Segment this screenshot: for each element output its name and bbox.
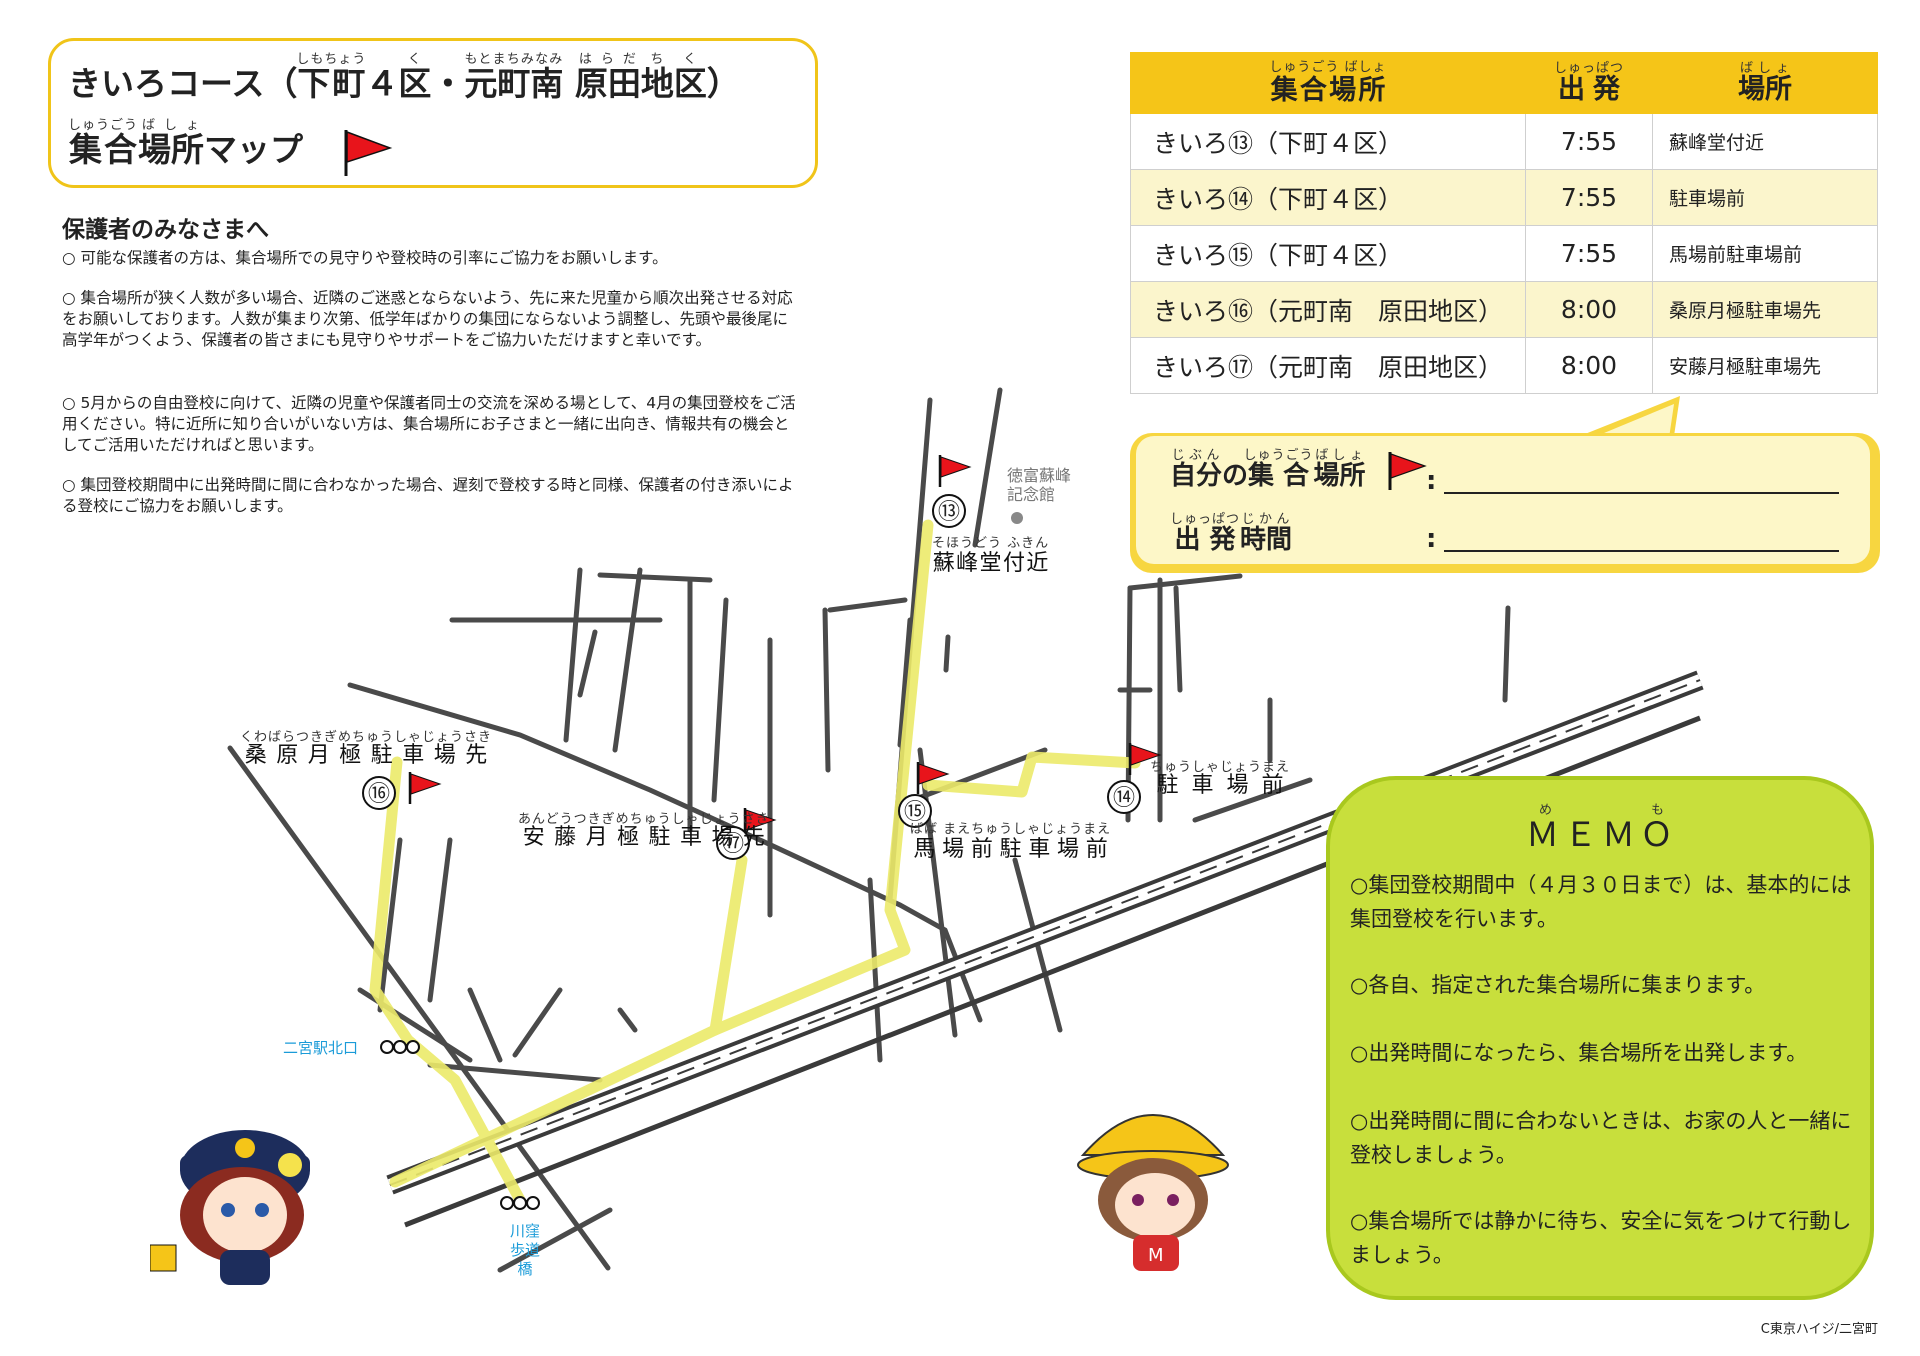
page-title: きいろコース（下町しもちょう４区く・元町南もとまちみなみ 原田はらだ地区ちく）: [68, 52, 740, 103]
memo-box: [1326, 776, 1874, 1300]
time-cell: 7:55: [1525, 169, 1653, 226]
notice-item: ○ 可能な保護者の方は、集合場所での見守りや登校時の引率にご協力をお願いします。: [62, 249, 668, 267]
memo-item: ○集合場所では静かに待ち、安全に気をつけて行動しましょう。: [1350, 1209, 1852, 1267]
notice-item: ○ 集合場所が狭く人数が多い場合、近隣のご迷惑とならないよう、先に来た児童から順…: [62, 289, 793, 349]
mascot-illustration: M: [1077, 1114, 1229, 1271]
svg-text:M: M: [1148, 1245, 1164, 1266]
notice-heading: 保護者のみなさまへ: [62, 217, 269, 243]
station-label: 二宮駅北口: [283, 1039, 359, 1057]
point-label: 駐車場前ちゅうしゃじょうまえ: [1150, 760, 1291, 798]
memo-item: ○集団登校期間中（４月３０日まで）は、基本的には集団登校を行います。: [1350, 873, 1852, 931]
place-cell: 馬場前駐車場前: [1652, 225, 1878, 282]
point-label: 桑原月極駐車場先くわばらつきぎめちゅうしゃじょうさき: [240, 730, 493, 768]
header-location: 場所ばしょ: [1652, 52, 1878, 114]
point-number: ⑬: [932, 494, 966, 528]
memo-item: ○出発時間に間に合わないときは、お家の人と一緒に登校しましょう。: [1350, 1109, 1852, 1167]
place-cell: 安藤月極駐車場先: [1652, 337, 1878, 394]
time-cell: 7:55: [1525, 225, 1653, 282]
station-label: 川窪歩道橋: [509, 1222, 540, 1278]
colon: :: [1426, 524, 1437, 554]
own-time-label: 出発しゅっぱつ時間じかん: [1170, 512, 1293, 555]
course-cell: きいろ⑰（元町南 原田地区）: [1130, 337, 1526, 394]
header-place: 集合場所しゅうごう ばしょ: [1130, 52, 1526, 114]
course-cell: きいろ⑯（元町南 原田地区）: [1130, 281, 1526, 338]
own-place-inner: [1136, 436, 1870, 564]
course-cell: きいろ⑭（下町４区）: [1130, 169, 1526, 226]
table-row: きいろ⑭（下町４区） 7:55 駐車場前: [1130, 169, 1878, 226]
flag-icon: [344, 130, 393, 176]
memo-item: ○出発時間になったら、集合場所を出発します。: [1350, 1041, 1808, 1065]
own-time-input-line[interactable]: [1444, 548, 1839, 552]
table-row: きいろ⑰（元町南 原田地区） 8:00 安藤月極駐車場先: [1130, 337, 1878, 394]
own-place-input-line[interactable]: [1444, 490, 1839, 494]
point-label: 馬場前駐車場前ばば まえちゅうしゃじょうまえ: [910, 822, 1112, 862]
memo-title: ＭＥＭＯめも: [1526, 803, 1678, 854]
landmark-label: 徳富蘇峰記念館: [1007, 466, 1072, 504]
page-subtitle: 集合しゅうごう場所ばしょマップ: [68, 118, 304, 169]
point-number: ⑰: [716, 826, 750, 860]
flag-icon: [1388, 452, 1427, 490]
place-cell: 駐車場前: [1652, 169, 1878, 226]
time-cell: 8:00: [1525, 281, 1653, 338]
notice-item: ○ 5月からの自由登校に向けて、近隣の児童や保護者同士の交流を深める場として、4…: [62, 394, 796, 454]
course-cell: きいろ⑬（下町４区）: [1130, 113, 1526, 170]
schedule-table: 集合場所しゅうごう ばしょ 出発しゅっぱつ 場所ばしょ きいろ⑬（下町４区） 7…: [1130, 52, 1878, 394]
table-row: きいろ⑯（元町南 原田地区） 8:00 桑原月極駐車場先: [1130, 281, 1878, 338]
table-header-row: 集合場所しゅうごう ばしょ 出発しゅっぱつ 場所ばしょ: [1130, 52, 1878, 114]
time-cell: 8:00: [1525, 337, 1653, 394]
own-place-label: 自分じぶんの集合しゅうごう場所ばしょ: [1170, 448, 1366, 491]
copyright-credit: C東京ハイジ/二宮町: [1760, 1322, 1878, 1337]
mascot-illustration: [150, 1130, 310, 1285]
place-cell: 桑原月極駐車場先: [1652, 281, 1878, 338]
colon: :: [1426, 466, 1437, 496]
time-cell: 7:55: [1525, 113, 1653, 170]
course-cell: きいろ⑮（下町４区）: [1130, 225, 1526, 282]
table-row: きいろ⑬（下町４区） 7:55 蘇峰堂付近: [1130, 113, 1878, 170]
station-markers: [380, 1040, 540, 1210]
memo-item: ○各自、指定された集合場所に集まります。: [1350, 973, 1766, 997]
speech-tail: [1580, 396, 1680, 438]
point-label: 蘇峰堂付近そほうどう ふきん: [932, 536, 1050, 576]
point-number: ⑯: [362, 776, 396, 810]
point-number: ⑭: [1107, 780, 1141, 814]
notice-item: ○ 集団登校期間中に出発時間に間に合わなかった場合、遅刻で登校する時と同様、保護…: [62, 476, 794, 515]
place-cell: 蘇峰堂付近: [1652, 113, 1878, 170]
point-number: ⑮: [898, 794, 932, 828]
title-box: [48, 38, 818, 188]
header-depart: 出発しゅっぱつ: [1525, 52, 1653, 114]
point-label: 安藤月極駐車場先あんどうつきぎめちゅうしゃじょうさき: [518, 812, 770, 850]
table-row: きいろ⑮（下町４区） 7:55 馬場前駐車場前: [1130, 225, 1878, 282]
